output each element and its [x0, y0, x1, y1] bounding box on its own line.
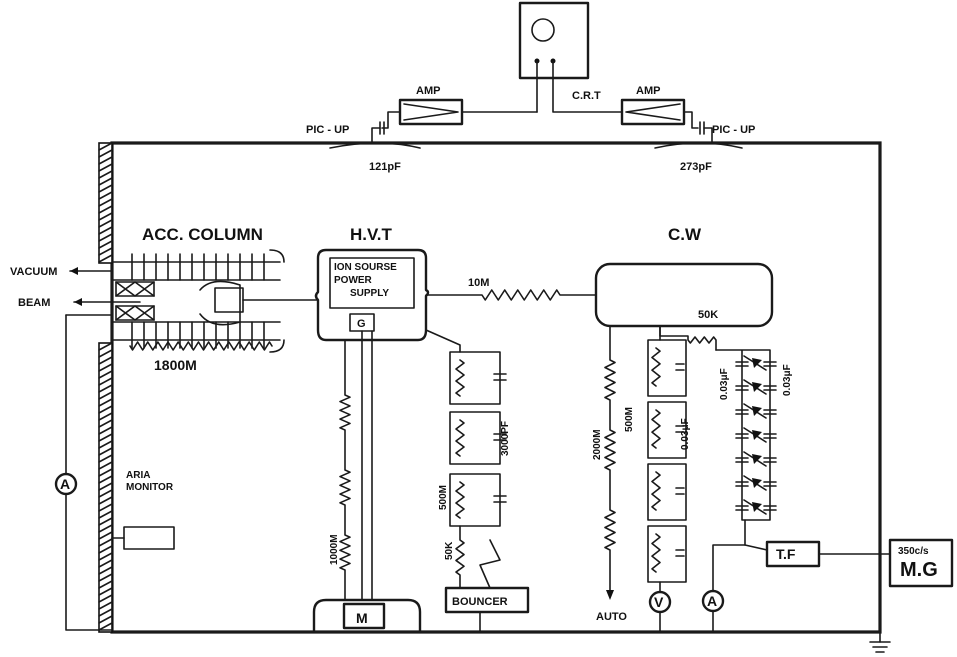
ion-source-line1: ION SOURSE	[334, 262, 397, 273]
ion-source-line3: SUPPLY	[350, 288, 389, 299]
crt-wiring	[461, 60, 623, 113]
mg-label: M.G	[900, 559, 938, 581]
motor-generator-box	[888, 538, 954, 588]
cw-voltage-divider	[647, 325, 687, 593]
cw-terminal	[594, 262, 774, 328]
resistor-1000m	[339, 339, 351, 601]
c-003uf-a-label: 0.03μF	[680, 418, 691, 450]
amp-left-label: AMP	[416, 85, 440, 97]
resistor-1800m	[129, 341, 273, 351]
aria-monitor-line2: MONITOR	[126, 482, 174, 493]
ammeter-right-label: A	[707, 593, 717, 609]
beam-label: BEAM	[18, 297, 50, 309]
voltmeter-label: V	[654, 594, 664, 610]
motor	[312, 598, 422, 634]
cap-right-label: 273pF	[680, 161, 712, 173]
drive-shaft	[361, 330, 373, 601]
r-500m-mid-label: 500M	[438, 485, 449, 510]
c-003uf-c-label: 0.03μF	[782, 364, 793, 396]
resistor-50k-cw	[659, 325, 717, 351]
resistor-10m	[425, 289, 597, 301]
generator-g-label: G	[357, 318, 366, 330]
beam-current-ammeter	[54, 314, 113, 631]
r-1800m-label: 1800M	[154, 357, 197, 373]
auto-label: AUTO	[596, 611, 627, 623]
amp-right	[620, 98, 686, 126]
bouncer-box	[444, 586, 530, 614]
r-1000m-label: 1000M	[329, 534, 340, 565]
amp-right-lead	[683, 111, 699, 129]
motor-label: M	[356, 610, 368, 626]
ground-symbol	[869, 631, 891, 653]
r-2000m-label: 2000M	[592, 429, 603, 460]
r-10m-label: 10M	[468, 277, 489, 289]
bouncer-network	[425, 329, 507, 589]
wall-hatching	[98, 142, 113, 631]
amp-left-lead	[381, 111, 401, 129]
ion-source-line2: POWER	[334, 275, 373, 286]
c-3000pf-label: 3000PF	[500, 421, 511, 456]
bouncer-label: BOUNCER	[452, 596, 508, 608]
ammeter-left-label: A	[60, 476, 70, 492]
r-50k-cw-label: 50K	[698, 309, 718, 321]
mg-frequency-label: 350c/s	[898, 546, 929, 557]
r-500m-cw-label: 500M	[624, 407, 635, 432]
hvt-label: H.V.T	[350, 225, 393, 244]
transformer-label: T.F	[776, 546, 796, 562]
vacuum-label: VACUUM	[10, 266, 57, 278]
acceleration-column	[111, 249, 319, 353]
cap-left-label: 121pF	[369, 161, 401, 173]
r-50k-mid-label: 50K	[444, 541, 455, 560]
pickup-left-label: PIC - UP	[306, 124, 349, 136]
aria-monitor-line1: ARIA	[126, 470, 150, 481]
acc-column-label: ACC. COLUMN	[142, 225, 263, 244]
amp-right-label: AMP	[636, 85, 660, 97]
amp-left	[398, 98, 464, 126]
resistor-2000m	[604, 325, 616, 593]
crt-label: C.R.T	[572, 90, 601, 102]
aria-monitor-box	[123, 526, 175, 550]
tank-outline	[98, 141, 882, 634]
pickup-right-label: PIC - UP	[712, 124, 755, 136]
c-003uf-b-label: 0.03μF	[719, 368, 730, 400]
cw-diode-stack	[715, 349, 777, 521]
crt-display	[518, 1, 590, 80]
cw-label: C.W	[668, 225, 702, 244]
